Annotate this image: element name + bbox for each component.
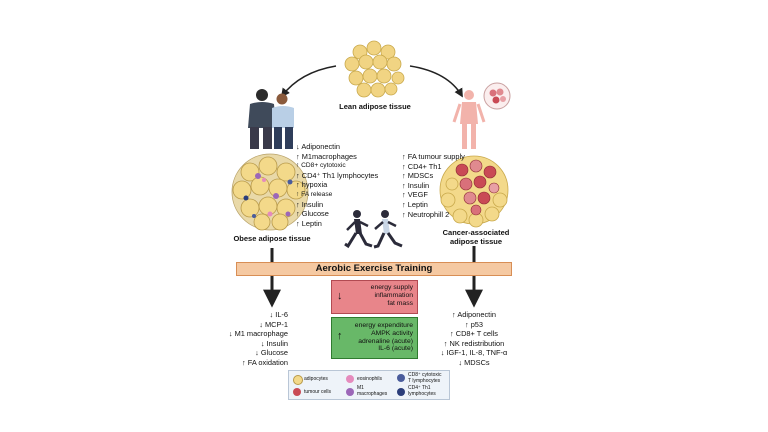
people-icon <box>248 89 294 149</box>
list-item: ↓ M1 macrophage <box>228 329 288 339</box>
legend-adipocytes: adipocytes <box>304 376 328 382</box>
obese-adipose-icon <box>231 153 309 231</box>
increase-item: energy expenditure <box>354 322 413 329</box>
list-item: ↑ Adiponectin <box>452 310 496 319</box>
cancer-changes-list: ↑ FA tumour supply ↑ CD4+ Th1 ↑ MDSCs ↑ … <box>402 152 465 219</box>
list-item: ↓ MCP-1 <box>259 319 288 329</box>
list-item: ↑ Leptin <box>296 218 322 228</box>
list-item: ↑ Neutrophill 2 <box>402 209 450 219</box>
legend-cd4-line1: CD4⁺ Th1 <box>408 385 431 391</box>
list-item: ↑ CD8+ cytotoxic <box>296 162 346 170</box>
list-item: ↑ Insulin <box>402 180 430 190</box>
legend-cd4: CD4⁺ Th1 lymphocytes <box>408 385 436 397</box>
list-item: ↓ IGF-1, IL-8, TNF-α <box>440 348 508 358</box>
down-arrow-icon: ↓ <box>337 290 343 302</box>
increase-item: AMPK activity <box>371 329 413 337</box>
legend-cd8-line1: CD8⁺ cytotoxic <box>408 372 442 378</box>
list-item: ↑ FA oxidation <box>241 357 288 367</box>
obese-changes-list: ↓ Adiponectin ↑ M1macrophages ↑ CD8+ cyt… <box>296 142 378 228</box>
list-item: ↑ VEGF <box>402 190 428 200</box>
increase-item: IL-6 (acute) <box>378 345 413 353</box>
list-item: ↑ CD8+ T cells <box>450 329 498 339</box>
list-item: ↓ Glucose <box>255 348 288 358</box>
list-item: ↑ FA release <box>296 190 333 198</box>
macrophage-icon <box>346 388 354 396</box>
decrease-item: inflammation <box>374 291 413 299</box>
list-item: ↓ Insulin <box>260 338 288 348</box>
list-item: ↑ Leptin <box>402 199 428 209</box>
list-item: ↑ FA tumour supply <box>402 152 465 161</box>
list-item: ↑ hypoxia <box>296 180 328 190</box>
cd4-cell-icon <box>397 388 405 396</box>
tumour-cells-icon <box>439 155 509 228</box>
list-item: ↑ NK redistribution <box>443 338 505 348</box>
cancer-label: Cancer-associated adipose tissue <box>434 228 518 246</box>
arrow-to-obese <box>280 65 337 98</box>
legend: adipocytes eosinophils CD8⁺ cytotoxic T … <box>288 370 450 400</box>
person-icon <box>452 82 511 149</box>
list-item: ↑ p53 <box>464 319 484 329</box>
list-item: ↓ IL-6 <box>269 310 288 319</box>
legend-m1-line1: M1 <box>357 385 364 391</box>
lean-adipose-icon <box>344 40 405 98</box>
adipocyte-icon <box>293 375 303 385</box>
list-item: ↑ CD4⁺ Th1 lymphocytes <box>296 170 379 180</box>
list-item: ↑ MDSCs <box>402 171 434 181</box>
arrow-to-cancer <box>409 65 463 98</box>
legend-m1: M1 macrophages <box>357 385 388 397</box>
decrease-item: fat mass <box>387 299 413 307</box>
legend-cd8-line2: T lymphocytes <box>408 377 441 384</box>
list-item: ↑ Glucose <box>296 209 329 219</box>
up-arrow-icon: ↑ <box>337 330 343 342</box>
legend-eosinophils: eosinophils <box>357 376 383 382</box>
list-item: ↑ M1macrophages <box>296 151 357 161</box>
legend-m1-line2: macrophages <box>357 390 388 397</box>
list-item: ↓ MDSCs <box>458 357 490 367</box>
list-item: ↑ CD4+ Th1 <box>402 161 442 171</box>
runners-icon <box>344 210 403 249</box>
decrease-item: energy supply <box>370 284 413 291</box>
increase-item: adrenaline (acute) <box>358 337 413 345</box>
obese-label: Obese adipose tissue <box>233 234 311 243</box>
increase-box: ↑ energy expenditure AMPK activity adren… <box>331 317 418 359</box>
legend-cd4-line2: lymphocytes <box>408 390 436 397</box>
cd8-cell-icon <box>397 374 405 382</box>
tumour-cell-icon <box>293 388 301 396</box>
obese-outcome-list: ↓ IL-6 ↓ MCP-1 ↓ M1 macrophage ↓ Insulin… <box>229 310 288 368</box>
cancer-label-line2: adipose tissue <box>449 237 503 246</box>
list-item: ↑ Insulin <box>296 199 324 209</box>
legend-tumour: tumour cells <box>304 389 331 395</box>
legend-cd8: CD8⁺ cytotoxic T lymphocytes <box>408 372 442 384</box>
exercise-banner: Aerobic Exercise Training <box>236 262 512 276</box>
lean-label: Lean adipose tissue <box>339 102 411 111</box>
decrease-box: ↓ energy supply inflammation fat mass <box>331 280 418 314</box>
cancer-outcome-list: ↑ Adiponectin ↑ p53 ↑ CD8+ T cells ↑ NK … <box>424 310 524 368</box>
eosinophil-icon <box>346 375 354 383</box>
list-item: ↓ Adiponectin <box>296 142 340 151</box>
cancer-label-line1: Cancer-associated <box>442 228 510 237</box>
